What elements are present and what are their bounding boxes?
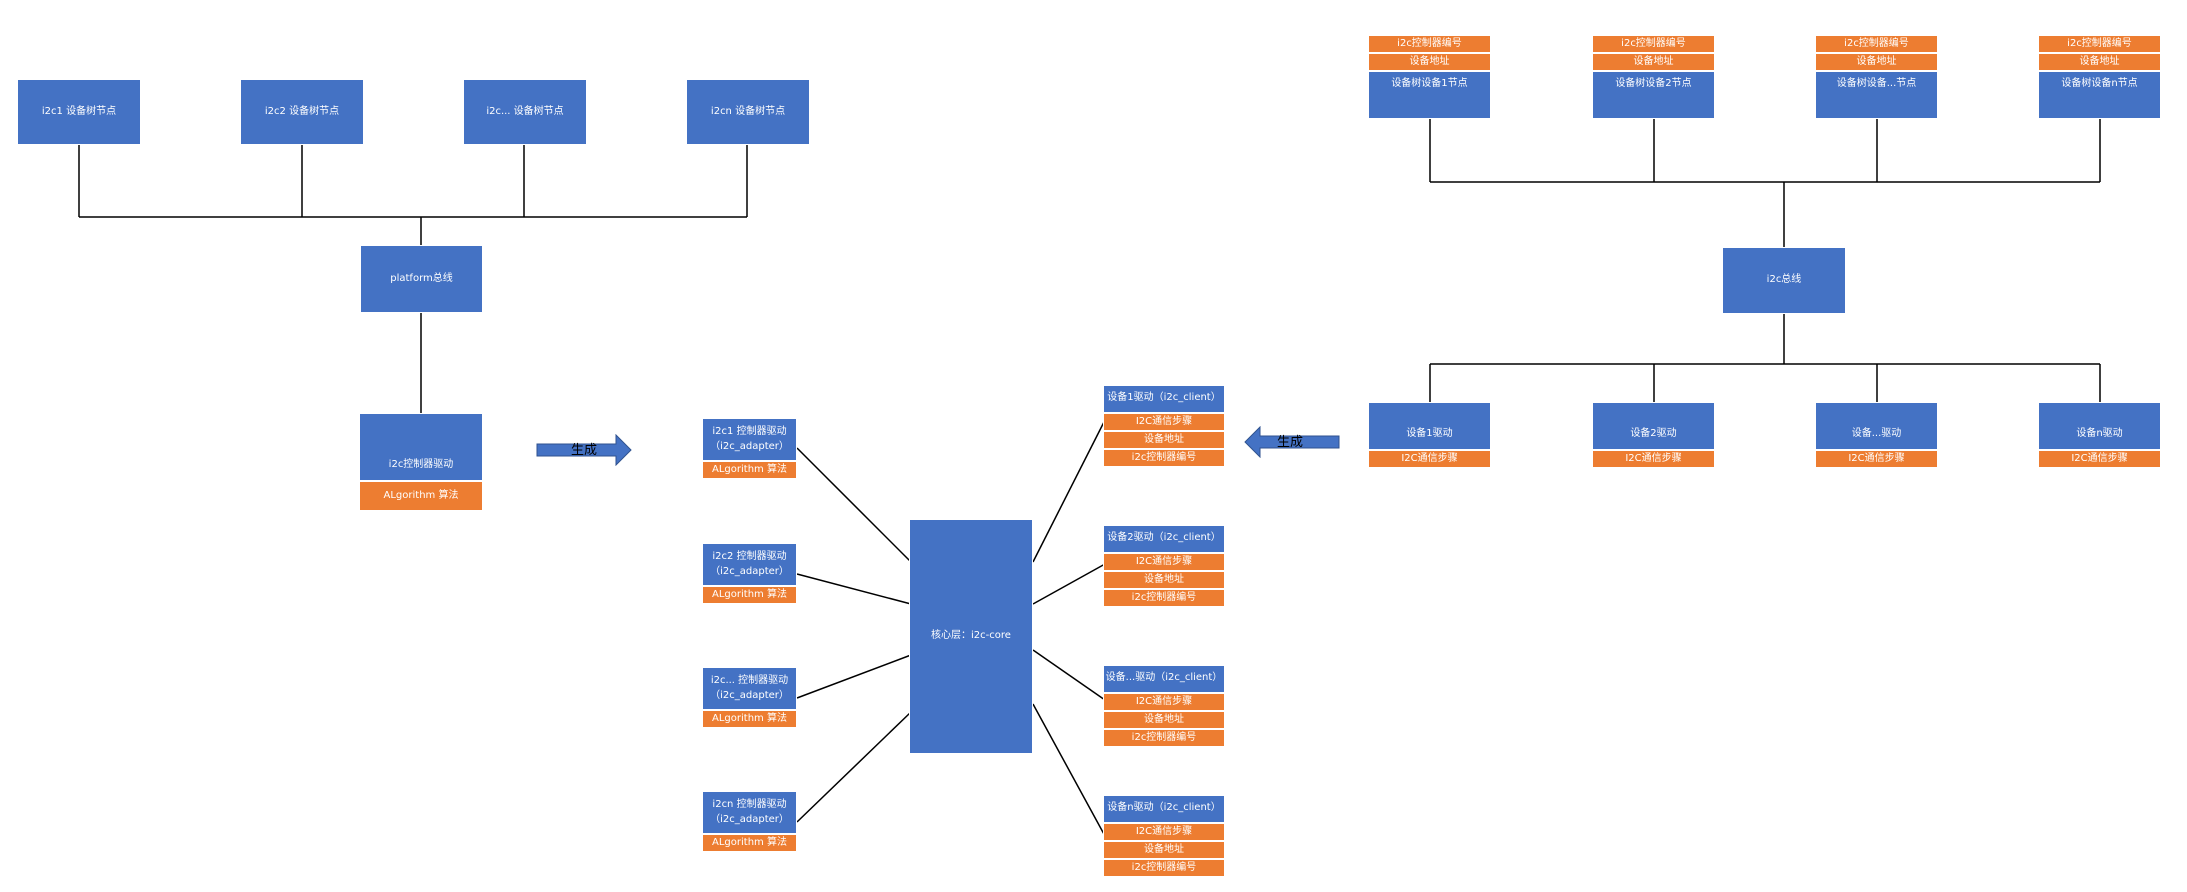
dt-device2-address: 设备地址	[1592, 53, 1715, 71]
generate-arrow-right-icon	[536, 434, 632, 466]
adapter-i2cn-name: i2cn 控制器驱动	[712, 799, 787, 810]
adapter-i2c1: i2c1 控制器驱动 （i2c_adapter）	[702, 418, 797, 461]
adapter-i2c2: i2c2 控制器驱动 （i2c_adapter）	[702, 543, 797, 586]
client-device1-address: 设备地址	[1103, 431, 1225, 449]
client-device2-title: 设备2驱动（i2c_client）	[1103, 525, 1225, 553]
client-device-etc-comm-steps: I2C通信步骤	[1103, 693, 1225, 711]
adapter-i2c1-type: （i2c_adapter）	[710, 440, 789, 452]
i2c-controller-driver: i2c控制器驱动	[359, 413, 483, 481]
client-device1-comm-steps: I2C通信步骤	[1103, 413, 1225, 431]
driver-devicen-comm-steps: I2C通信步骤	[2038, 450, 2161, 468]
driver-device-etc-comm-steps: I2C通信步骤	[1815, 450, 1938, 468]
driver-device1: 设备1驱动	[1368, 402, 1491, 450]
adapter-i2c1-name: i2c1 控制器驱动	[712, 426, 787, 437]
client-device-etc-address: 设备地址	[1103, 711, 1225, 729]
client-devicen-title: 设备n驱动（i2c_client）	[1103, 795, 1225, 823]
dt-device2-node: 设备树设备2节点	[1592, 71, 1715, 119]
driver-device2: 设备2驱动	[1592, 402, 1715, 450]
driver-devicen: 设备n驱动	[2038, 402, 2161, 450]
dt-device1-controller-no: i2c控制器编号	[1368, 35, 1491, 53]
driver-device2-comm-steps: I2C通信步骤	[1592, 450, 1715, 468]
dt-device1-address: 设备地址	[1368, 53, 1491, 71]
adapter-i2cn-algorithm: ALgorithm 算法	[702, 834, 797, 852]
client-device2-comm-steps: I2C通信步骤	[1103, 553, 1225, 571]
generate-label-left: 生成	[570, 442, 597, 458]
adapter-i2cn-type: （i2c_adapter）	[710, 813, 789, 825]
driver-device1-comm-steps: I2C通信步骤	[1368, 450, 1491, 468]
adapter-i2cn: i2cn 控制器驱动 （i2c_adapter）	[702, 791, 797, 834]
i2c-bus: i2c总线	[1722, 247, 1846, 314]
adapter-i2c-etc-name: i2c... 控制器驱动	[710, 675, 789, 686]
client-devicen-comm-steps: I2C通信步骤	[1103, 823, 1225, 841]
dt-device2-controller-no: i2c控制器编号	[1592, 35, 1715, 53]
adapter-i2c2-algorithm: ALgorithm 算法	[702, 586, 797, 604]
client-devicen-controller-no: i2c控制器编号	[1103, 859, 1225, 877]
client-device-etc-controller-no: i2c控制器编号	[1103, 729, 1225, 747]
dt-devicen-controller-no: i2c控制器编号	[2038, 35, 2161, 53]
adapter-i2c2-name: i2c2 控制器驱动	[712, 551, 787, 562]
generate-arrow-left-icon	[1244, 426, 1340, 458]
generate-label-right: 生成	[1276, 434, 1303, 450]
adapter-i2c-etc-algorithm: ALgorithm 算法	[702, 710, 797, 728]
client-device2-address: 设备地址	[1103, 571, 1225, 589]
i2c-controller-driver-label: i2c控制器驱动	[388, 458, 454, 470]
dt-device-etc-address: 设备地址	[1815, 53, 1938, 71]
adapter-i2c2-type: （i2c_adapter）	[710, 565, 789, 577]
adapter-i2c1-algorithm: ALgorithm 算法	[702, 461, 797, 479]
dt-devicen-address: 设备地址	[2038, 53, 2161, 71]
dt-node-i2c2: i2c2 设备树节点	[240, 79, 364, 145]
client-device-etc-title: 设备...驱动（i2c_client）	[1103, 665, 1225, 693]
dt-node-i2c1: i2c1 设备树节点	[17, 79, 141, 145]
adapter-i2c-etc: i2c... 控制器驱动 （i2c_adapter）	[702, 667, 797, 710]
dt-device-etc-controller-no: i2c控制器编号	[1815, 35, 1938, 53]
client-device1-controller-no: i2c控制器编号	[1103, 449, 1225, 467]
dt-node-i2cn: i2cn 设备树节点	[686, 79, 810, 145]
dt-devicen-node: 设备树设备n节点	[2038, 71, 2161, 119]
controller-algorithm: ALgorithm 算法	[359, 481, 483, 511]
driver-device-etc: 设备...驱动	[1815, 402, 1938, 450]
dt-node-i2c-etc: i2c... 设备树节点	[463, 79, 587, 145]
client-device2-controller-no: i2c控制器编号	[1103, 589, 1225, 607]
client-devicen-address: 设备地址	[1103, 841, 1225, 859]
dt-device-etc-node: 设备树设备...节点	[1815, 71, 1938, 119]
client-device1-title: 设备1驱动（i2c_client）	[1103, 385, 1225, 413]
platform-bus: platform总线	[360, 245, 483, 313]
adapter-i2c-etc-type: （i2c_adapter）	[710, 689, 789, 701]
dt-device1-node: 设备树设备1节点	[1368, 71, 1491, 119]
i2c-core: 核心层：i2c-core	[909, 519, 1033, 754]
